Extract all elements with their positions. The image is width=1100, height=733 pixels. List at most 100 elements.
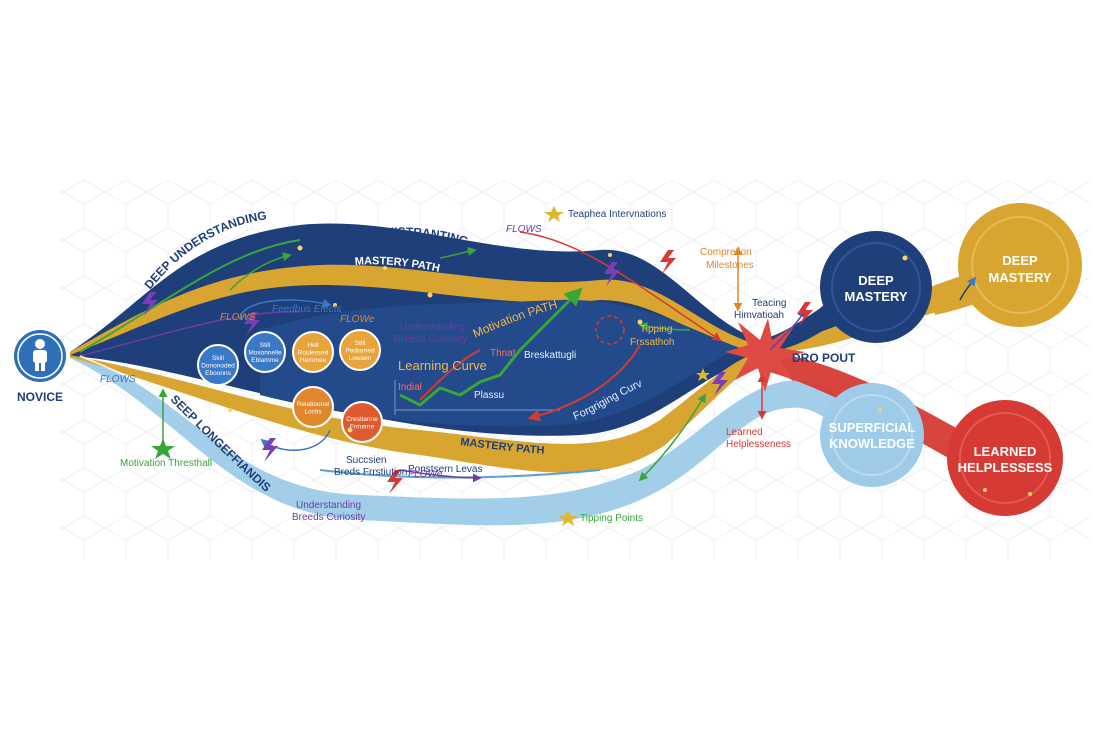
star-icon	[151, 438, 175, 459]
deep-mastery-right-line2: MASTERY	[988, 270, 1051, 285]
learned-helplessness-label-line2: Helplesseness	[726, 439, 791, 450]
lightning-icon	[604, 262, 620, 286]
persistent-levels-label: Ponstsern Levas	[408, 464, 483, 475]
label-learning-curve: Learning Curve	[398, 358, 487, 373]
deep-mastery-right-line1: DEEP	[1002, 253, 1038, 268]
lightning-icon	[262, 438, 278, 462]
annotation-arrows	[158, 231, 977, 483]
skill-circle-label: Frmeme	[350, 423, 375, 430]
superficial-line2: KNOWLEDGE	[829, 436, 915, 451]
skill-circle-label: Moxonnelle	[248, 350, 282, 357]
skill-circle-shape	[197, 344, 239, 386]
motivation-threshold-label: Motivation Thresthall	[120, 458, 212, 469]
flow-line-green	[79, 239, 301, 353]
learned-helplessness-label-line1: Learned	[726, 427, 763, 438]
flows-far-left-label: FLOWS	[100, 374, 136, 385]
flows-top-label: FLOWS	[506, 224, 542, 235]
skill-circle-label: Roulessed	[298, 350, 329, 357]
annotations: FLOWS FLOWS FLOWe FLOWS FLOWe Feedbus Ef…	[100, 209, 791, 524]
lightning-icon	[797, 302, 813, 326]
stream-mastery-top	[70, 264, 985, 355]
star-icon	[544, 206, 564, 222]
understanding-curiosity-top-line2: Breeds Curiosity	[394, 334, 467, 345]
lightning-icon	[712, 372, 728, 396]
person-icon	[33, 339, 47, 371]
learned-helplessness-line2: HELPLESSESS	[958, 460, 1053, 475]
tipping-points-label: Tipping Points	[580, 513, 643, 524]
lightning-icon	[387, 470, 403, 494]
deep-mastery-left-line2: MASTERY	[844, 289, 907, 304]
tipping-cycle-icon	[595, 315, 625, 345]
learning-curve-graph	[394, 287, 641, 422]
skill-circle-shape	[292, 331, 334, 373]
star-icon	[696, 368, 710, 381]
stream-inner	[260, 299, 740, 427]
skill-circle-label: Loctis	[305, 408, 323, 415]
understanding-curiosity-top-line1: Understanding	[400, 322, 465, 333]
skill-circle-shape	[244, 331, 286, 373]
learned-helplessness-line1: LEARNED	[974, 444, 1037, 459]
initial-label: Indial	[398, 382, 422, 393]
sparkle-dots	[228, 245, 1032, 496]
understanding-curiosity-bottom-line2: Breeds Curiosity	[292, 512, 365, 523]
deep-mastery-left-line1: DEEP	[858, 273, 894, 288]
flows-bottom-label: FLOWe	[408, 469, 443, 480]
skill-circle-label: Skill	[212, 355, 224, 362]
skill-circle-label: Hemmee	[300, 357, 327, 364]
learning-curve-line	[399, 287, 583, 407]
lightning-icon	[660, 250, 676, 274]
star-icon	[558, 510, 578, 526]
understanding-curiosity-bottom-line1: Understanding	[296, 500, 361, 511]
initial-curve-line	[419, 349, 481, 401]
tipping-frustration-line1: Tipping	[640, 324, 672, 335]
lightning-icon	[244, 312, 260, 336]
skill-circle-label: Crestianne	[346, 416, 378, 423]
superficial-line1: SUPERFICIAL	[829, 420, 916, 435]
skill-circle-label: Dononoded	[201, 363, 235, 370]
teacher-interventions-label: Teaphea Intervnations	[568, 209, 666, 220]
skill-circle-label: Relatioonal	[297, 401, 330, 408]
stream-mastery-bottom	[70, 352, 760, 473]
plateau-label: Plassu	[474, 390, 504, 401]
novice-label: NOVICE	[17, 390, 63, 404]
teaching-intervention-line2: Himvatioah	[734, 310, 784, 321]
success-frustration-line1: Succsien	[346, 455, 387, 466]
tipping-frustration-line2: Frssathoh	[630, 337, 674, 348]
completion-milestones-line2: Milestones	[706, 260, 754, 271]
skill-circle-shape	[339, 329, 381, 371]
lightning-icon	[142, 292, 158, 316]
skill-circle-label: Lowaen	[349, 355, 372, 362]
node-learned-helplessness[interactable]: LEARNED HELPLESSESS	[947, 400, 1063, 516]
star-icons	[151, 206, 710, 526]
node-novice[interactable]: NOVICE	[14, 330, 66, 404]
flows-left-label: FLOWS	[220, 312, 256, 323]
skill-circle-label: Eboonns	[205, 370, 231, 377]
success-frustration-line2: Breds Frrstiution	[334, 467, 407, 478]
forgetting-arrow	[527, 344, 641, 422]
skill-circle-label: Still	[355, 340, 366, 347]
skill-circle-shape	[341, 401, 383, 443]
node-deep-mastery-left[interactable]: DEEP MASTERY	[820, 231, 932, 343]
node-deep-mastery-right[interactable]: DEEP MASTERY	[958, 203, 1082, 327]
skill-circle-label: Pedlamed	[345, 348, 375, 355]
lightning-icons	[142, 250, 813, 494]
skill-circles: SkillDononodedEboonnsStillMoxonnelleEbla…	[197, 329, 383, 443]
node-superficial-knowledge[interactable]: SUPERFICIAL KNOWLEDGE	[820, 383, 924, 487]
feedback-effects-label: Feedbus Efects	[272, 304, 341, 315]
skill-circle-label: Hell	[307, 342, 319, 349]
dropout-burst-icon	[725, 318, 805, 392]
skill-circle-label: Still	[260, 342, 271, 349]
skill-circle-label: Eblamme	[251, 357, 279, 364]
teaching-intervention-line1: Teacing	[752, 298, 786, 309]
flow-line-purple	[79, 311, 301, 357]
threat-label: Thnat	[490, 348, 516, 359]
stream-superficial	[70, 355, 870, 526]
flows-mid-label: FLOWe	[340, 314, 375, 325]
